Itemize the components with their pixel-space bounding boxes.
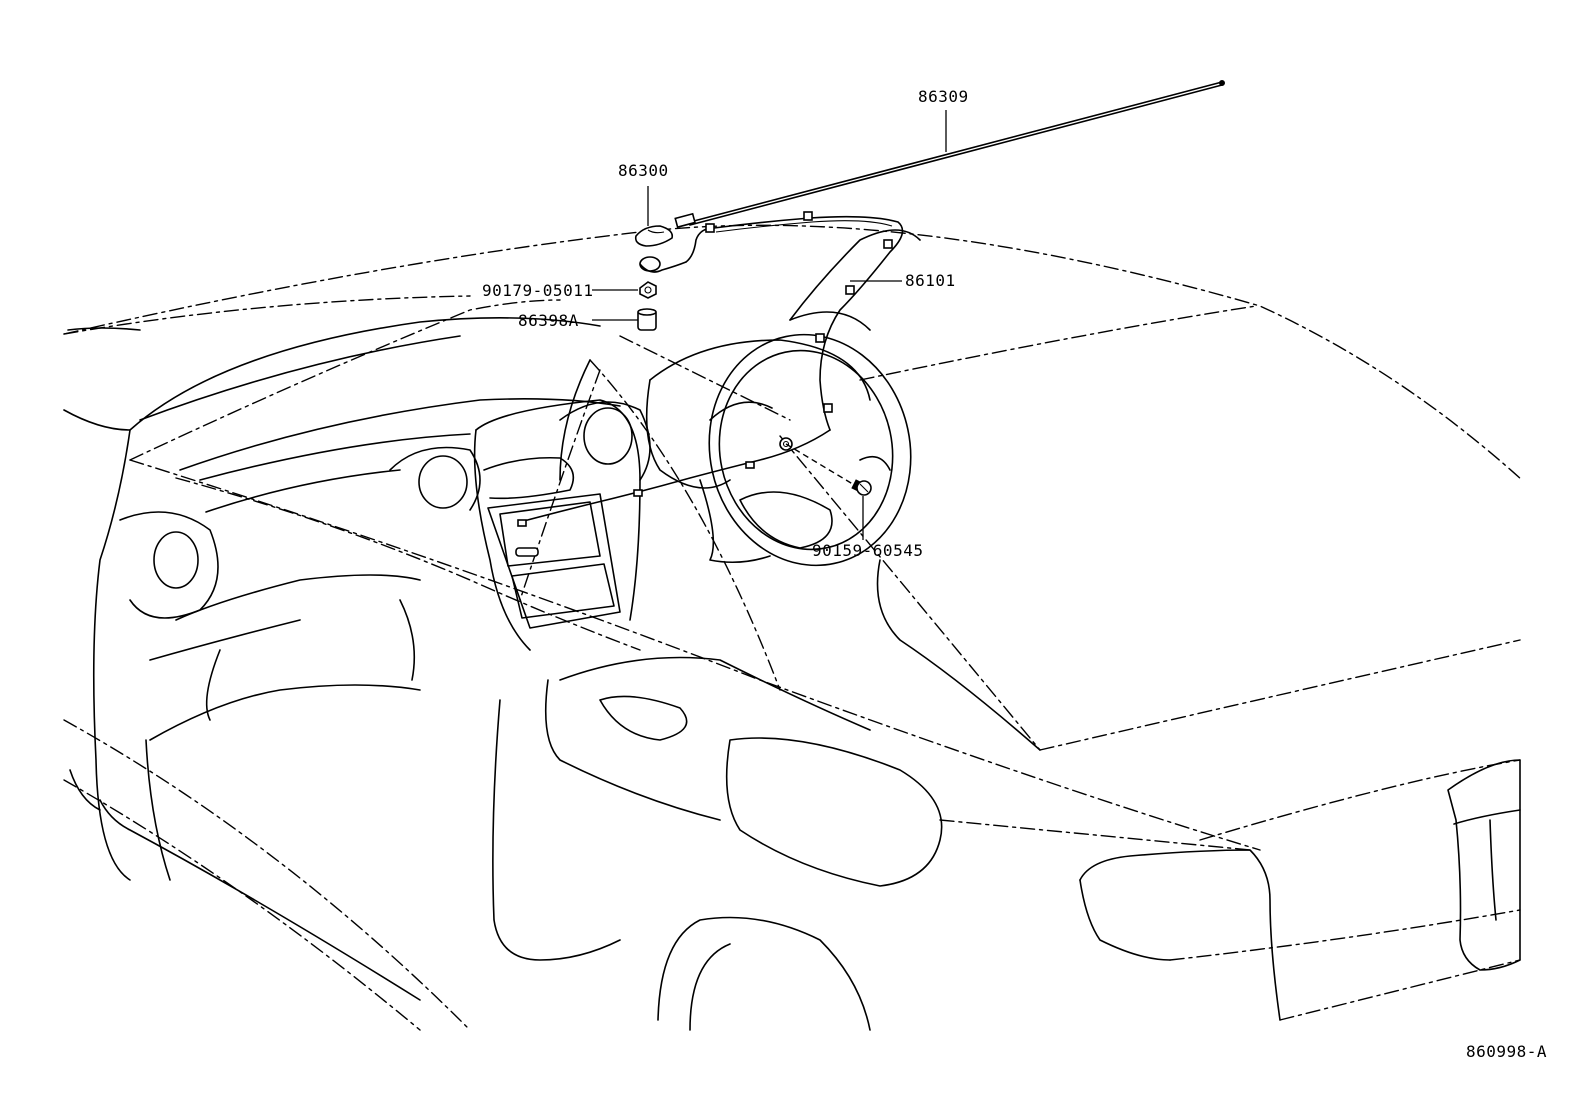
antenna-base [634,225,715,273]
clip [851,479,872,496]
interior-outline [63,229,1521,1031]
spacer [637,308,657,331]
antenna-mast [674,80,1225,229]
label-90179-05011: 90179-05011 [482,281,594,300]
figure-code: 860998-A [1466,1042,1548,1061]
car-body-outline [63,224,1523,1031]
label-90159-60545: 90159-60545 [812,541,924,560]
label-86101: 86101 [905,271,956,290]
label-86398A: 86398A [518,311,579,330]
leader-lines [592,110,947,540]
antenna-cable [515,211,904,557]
label-86309: 86309 [918,87,969,106]
nut [639,281,657,299]
label-86300: 86300 [618,161,669,180]
